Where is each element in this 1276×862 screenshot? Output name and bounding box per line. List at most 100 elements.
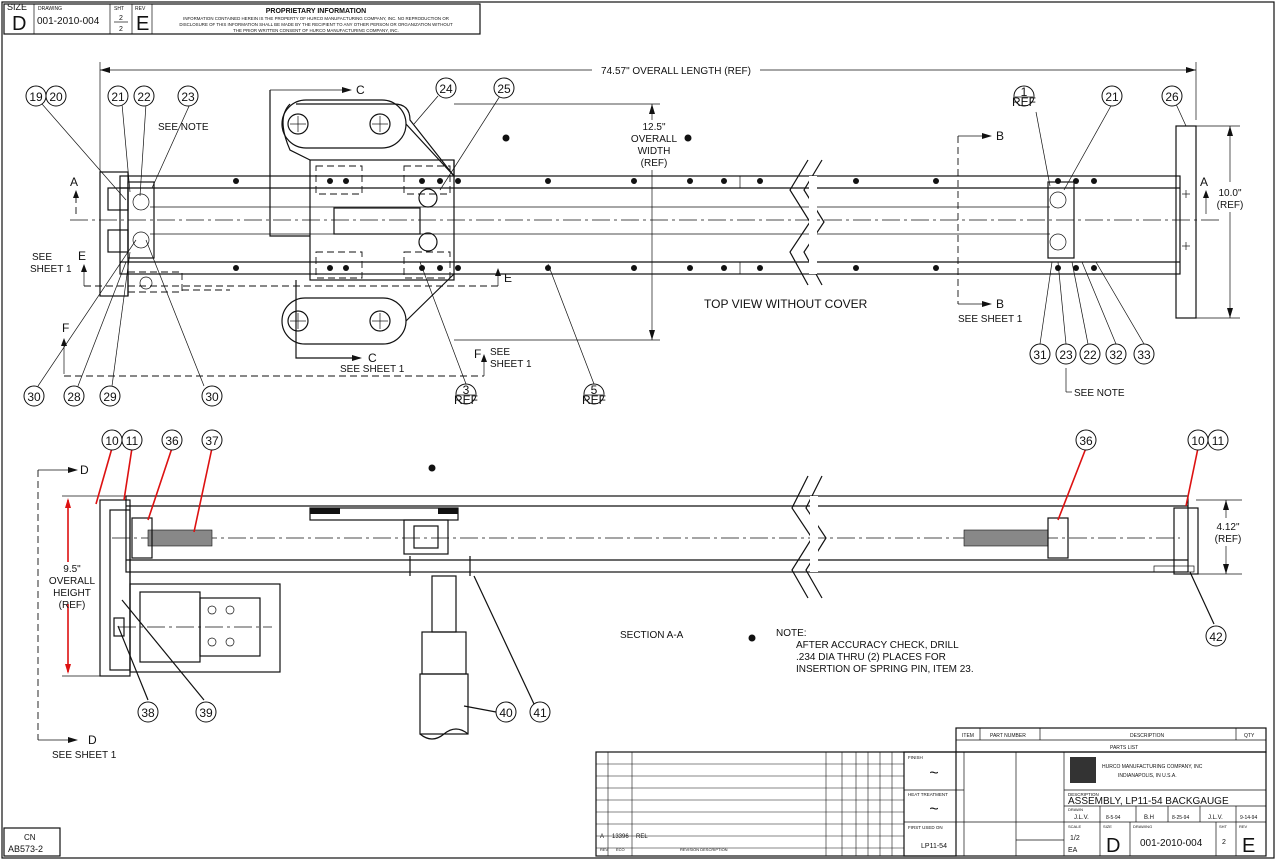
svg-text:30: 30 — [27, 390, 41, 404]
proprietary-title: PROPRIETARY INFORMATION — [266, 8, 366, 15]
svg-text:(REF): (REF) — [1215, 534, 1242, 545]
svg-text:REF: REF — [1012, 95, 1036, 109]
svg-text:11: 11 — [126, 434, 139, 448]
balloon-top-25: 25 — [493, 77, 515, 99]
balloon-section-40: 40 — [495, 701, 517, 723]
svg-text:REF: REF — [454, 393, 478, 407]
balloon-section-11: 11 — [1207, 429, 1229, 451]
balloon-top-22: 22 — [133, 85, 155, 107]
rail-bolt — [1091, 265, 1097, 271]
proprietary-line-1: INFORMATION CONTAINED HEREIN IS THE PROP… — [183, 16, 449, 21]
header-rev: E — [136, 13, 149, 35]
balloon-section-36: 36 — [1075, 429, 1097, 451]
rail-bolt — [631, 178, 637, 184]
see-note-top: SEE NOTE — [158, 122, 209, 133]
balloon-top-19: 19 — [25, 85, 47, 107]
svg-text:5: 5 — [591, 383, 598, 397]
see-sheet-left: SEE SHEET 1 — [30, 252, 72, 275]
datum-markers — [428, 134, 756, 642]
rail-bolt — [233, 178, 239, 184]
scale-value: 1/2 — [1070, 835, 1080, 842]
balloon-section-10: 10 — [101, 429, 123, 451]
svg-text:AFTER ACCURACY CHECK, DRILL: AFTER ACCURACY CHECK, DRILL — [796, 640, 959, 651]
header-size: D — [12, 13, 26, 35]
svg-text:38: 38 — [141, 706, 155, 720]
svg-text:OVERALL: OVERALL — [631, 134, 678, 145]
svg-text:25: 25 — [497, 82, 511, 96]
rail-bolt — [545, 265, 551, 271]
rail-fasteners — [233, 178, 1097, 271]
svg-text:(REF): (REF) — [1217, 200, 1244, 211]
see-sheet-d: SEE SHEET 1 — [52, 750, 117, 761]
leader-lines-section — [95, 447, 1215, 713]
tb-rev-label: REV — [1239, 824, 1248, 829]
balloon-section-36: 36 — [161, 429, 183, 451]
svg-text:1: 1 — [1021, 85, 1028, 99]
heat-treatment-value: ~ — [929, 801, 938, 818]
rev-row-rev: A — [600, 834, 604, 840]
svg-text:37: 37 — [205, 434, 219, 448]
rail-bolt — [853, 265, 859, 271]
svg-text:33: 33 — [1137, 348, 1151, 362]
svg-text:40: 40 — [499, 706, 513, 720]
svg-text:39: 39 — [199, 706, 213, 720]
top-view-title: TOP VIEW WITHOUT COVER — [704, 297, 868, 311]
svg-text:4.12": 4.12" — [1216, 522, 1239, 533]
rev-header-desc: REVISION DESCRIPTION — [680, 847, 728, 852]
description-label: DESCRIPTION — [1068, 792, 1099, 797]
rail-bolt — [757, 178, 763, 184]
rev-header-eco: ECO — [616, 847, 625, 852]
svg-text:28: 28 — [67, 390, 81, 404]
description-col-label: DESCRIPTION — [1130, 733, 1165, 739]
svg-text:3: 3 — [463, 383, 470, 397]
tb-size-value: D — [1106, 835, 1120, 857]
tb-sht-label: SHT — [1219, 824, 1228, 829]
description-value: ASSEMBLY, LP11-54 BACKGAUGE — [1068, 796, 1229, 807]
svg-text:SHEET 1: SHEET 1 — [30, 264, 72, 275]
rail-bolt — [455, 178, 461, 184]
balloon-section-11: 11 — [121, 429, 143, 451]
see-sheet-b: SEE SHEET 1 — [958, 314, 1023, 325]
svg-text:21: 21 — [1105, 90, 1119, 104]
svg-text:24: 24 — [439, 82, 453, 96]
svg-text:NOTE:: NOTE: — [776, 628, 807, 639]
balloon-section-42: 42 — [1205, 625, 1227, 647]
svg-text:(REF): (REF) — [59, 600, 86, 611]
section-a-a-view: 4.12" (REF) 9.5" OVERALL HEIGHT (REF) D … — [37, 447, 1242, 761]
balloon-top-26: 26 — [1161, 85, 1183, 107]
header-sheet-label: SHT — [114, 6, 124, 12]
balloon-lower-28: 28 — [63, 385, 85, 407]
item-col-label: ITEM — [962, 733, 974, 739]
overall-length-dim: 74.57" OVERALL LENGTH (REF) — [601, 66, 751, 77]
svg-text:WIDTH: WIDTH — [638, 146, 671, 157]
balloon-lower-22: 22 — [1079, 343, 1101, 365]
svg-text:SEE: SEE — [32, 252, 52, 263]
approved-value: J.L.V. — [1208, 815, 1223, 821]
svg-text:26: 26 — [1165, 90, 1179, 104]
see-note-bottom: SEE NOTE — [1074, 388, 1125, 399]
balloon-top-20: 20 — [45, 85, 67, 107]
rail-bolt — [233, 265, 239, 271]
rail-bolt — [419, 178, 425, 184]
tb-drawing-value: 001-2010-004 — [1140, 838, 1203, 849]
rail-bolt — [721, 178, 727, 184]
balloon-top-21: 21 — [1101, 85, 1123, 107]
cn-label: CN — [24, 833, 36, 842]
svg-text:12.5": 12.5" — [642, 122, 665, 133]
corner-cn-box: CN AB573-2 — [3, 827, 61, 857]
header-block: SIZE D DRAWING 001-2010-004 SHT 2 2 REV … — [3, 2, 481, 35]
svg-text:22: 22 — [1083, 348, 1097, 362]
rail-bolt — [1073, 265, 1079, 271]
section-f-left: F — [62, 321, 69, 335]
section-e-right: E — [504, 271, 512, 285]
svg-text:11: 11 — [1212, 434, 1225, 448]
top-view: 74.57" OVERALL LENGTH (REF) — [30, 62, 1243, 642]
svg-text:41: 41 — [533, 706, 547, 720]
scale-label: SCALE — [1068, 824, 1081, 829]
svg-text:31: 31 — [1033, 348, 1047, 362]
header-sheet-num: 2 — [119, 15, 123, 22]
rail-bolt — [1073, 178, 1079, 184]
overall-width-dim: 12.5" OVERALL WIDTH (REF) — [631, 122, 678, 169]
